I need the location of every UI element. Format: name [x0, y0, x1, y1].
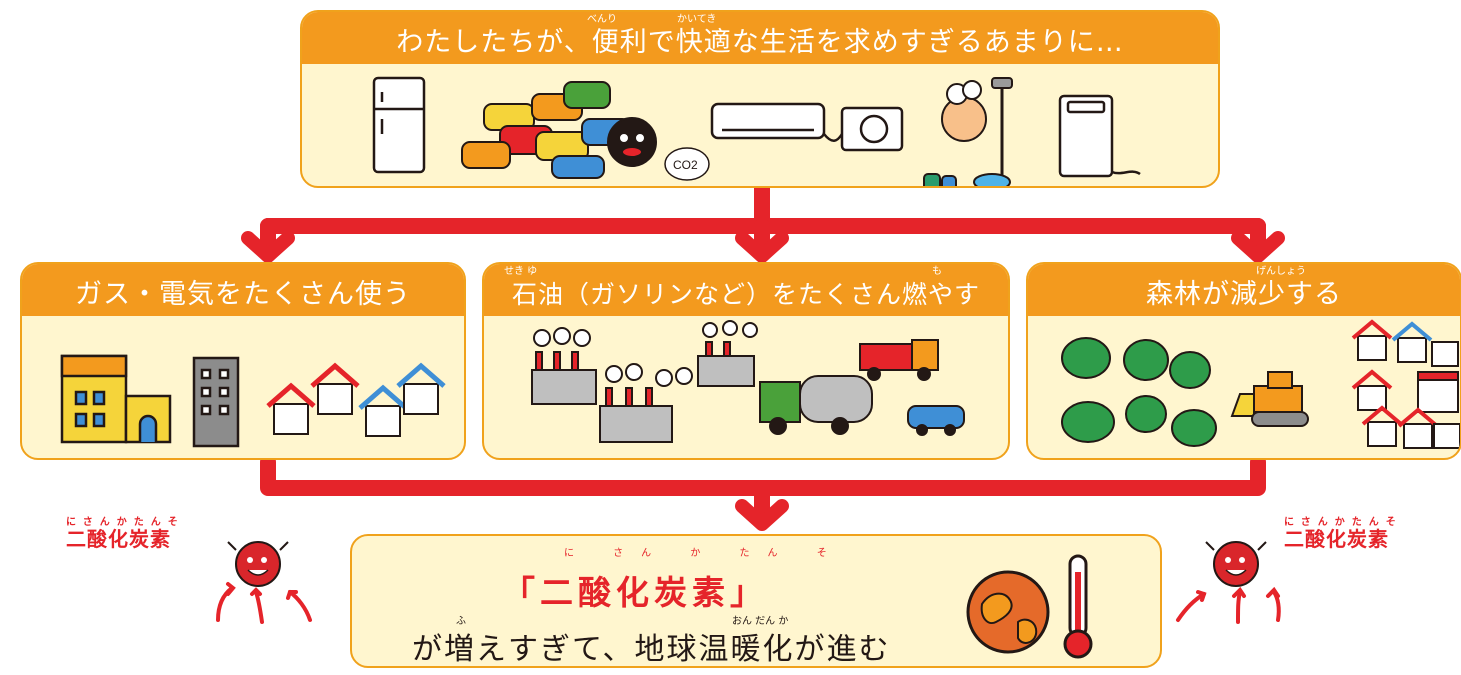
bulldozer-icon	[1230, 371, 1309, 427]
office-building-icon	[192, 356, 240, 448]
ruby-kaiteki: かいてき	[677, 14, 717, 25]
trees-icon	[1061, 337, 1217, 447]
air-conditioner-icon	[710, 102, 904, 152]
ruby-genshou: げんしょう	[1256, 266, 1306, 277]
car-icon	[907, 405, 965, 436]
cause-illustrations	[22, 316, 464, 458]
result-subtitle-ruby-fu: ふ	[456, 616, 466, 627]
co2-side-label-left: にさんかたんそ 二酸化炭素	[66, 517, 178, 550]
top-panel-header: べんり かいてき わたしたちが、便利で快適な生活を求めすぎるあまりに…	[302, 12, 1218, 64]
arrowhead-left	[241, 231, 295, 263]
result-subtitle: が増えすぎて、地球温暖化が進む	[412, 632, 891, 667]
co2-side-ruby-right: にさんかたんそ	[1284, 517, 1403, 528]
washing-machine-icon	[1058, 94, 1141, 178]
smoke-icon	[533, 320, 758, 387]
top-panel-label: わたしたちが、便利で快適な生活を求めすぎるあまりに…	[396, 27, 1124, 58]
ruby-benri: べんり	[587, 14, 617, 25]
co2-side-ruby-left: にさんかたんそ	[66, 517, 185, 528]
co2-character-left	[216, 541, 312, 624]
arrowhead-right	[1231, 231, 1285, 263]
co2-character-right	[1176, 541, 1281, 624]
result-title-ruby: に さん か たん そ	[564, 548, 845, 559]
apartment-building-icon	[60, 354, 172, 444]
co2-bubble-label: CO2	[673, 158, 698, 172]
cause-panel-deforestation: げんしょう 森林が減少する	[1026, 262, 1461, 460]
cause-panel-gas-electricity: ガス・電気をたくさん使う	[20, 262, 466, 460]
top-panel-illustrations: CO2	[302, 64, 1218, 186]
co2-side-label-right: にさんかたんそ 二酸化炭素	[1284, 517, 1396, 550]
cause-illustrations	[1028, 316, 1460, 458]
refrigerator-icon	[372, 76, 426, 174]
arrowhead-center	[735, 231, 789, 263]
cause-label: 森林が減少する	[1146, 279, 1342, 310]
cause-panel-header: げんしょう 森林が減少する	[1028, 264, 1460, 316]
cause-panel-header: ガス・電気をたくさん使う	[22, 264, 464, 316]
cause-illustrations	[484, 316, 1008, 458]
factory-icon	[531, 341, 755, 443]
shower-bath-icon	[923, 77, 1013, 186]
result-title: 「二酸化炭素」	[502, 573, 768, 612]
ruby-sekiyu: せき ゆ	[504, 266, 538, 277]
houses-icon	[266, 362, 446, 437]
cause-panel-header: せき ゆ も 石油（ガソリンなど）をたくさん燃やす	[484, 264, 1008, 316]
cause-label: 石油（ガソリンなど）をたくさん燃やす	[511, 280, 980, 309]
arrowhead-bottom	[735, 499, 789, 531]
tanker-truck-icon	[759, 375, 873, 435]
dump-truck-icon	[859, 339, 939, 381]
earth-thermometer-icon	[966, 554, 1093, 659]
top-panel: べんり かいてき わたしたちが、便利で快適な生活を求めすぎるあまりに…	[300, 10, 1220, 188]
ruby-mo: も	[932, 266, 942, 277]
town-icon	[1351, 319, 1460, 449]
cause-label: ガス・電気をたくさん使う	[75, 279, 411, 310]
result-panel: に さん か たん そ 「二酸化炭素」 ふ おん だん か が増えすぎて、地球温…	[350, 534, 1162, 668]
cars-icon: CO2	[461, 81, 710, 181]
result-subtitle-ruby-ondanka: おん だん か	[732, 616, 789, 627]
cause-panel-burn-oil: せき ゆ も 石油（ガソリンなど）をたくさん燃やす	[482, 262, 1010, 460]
